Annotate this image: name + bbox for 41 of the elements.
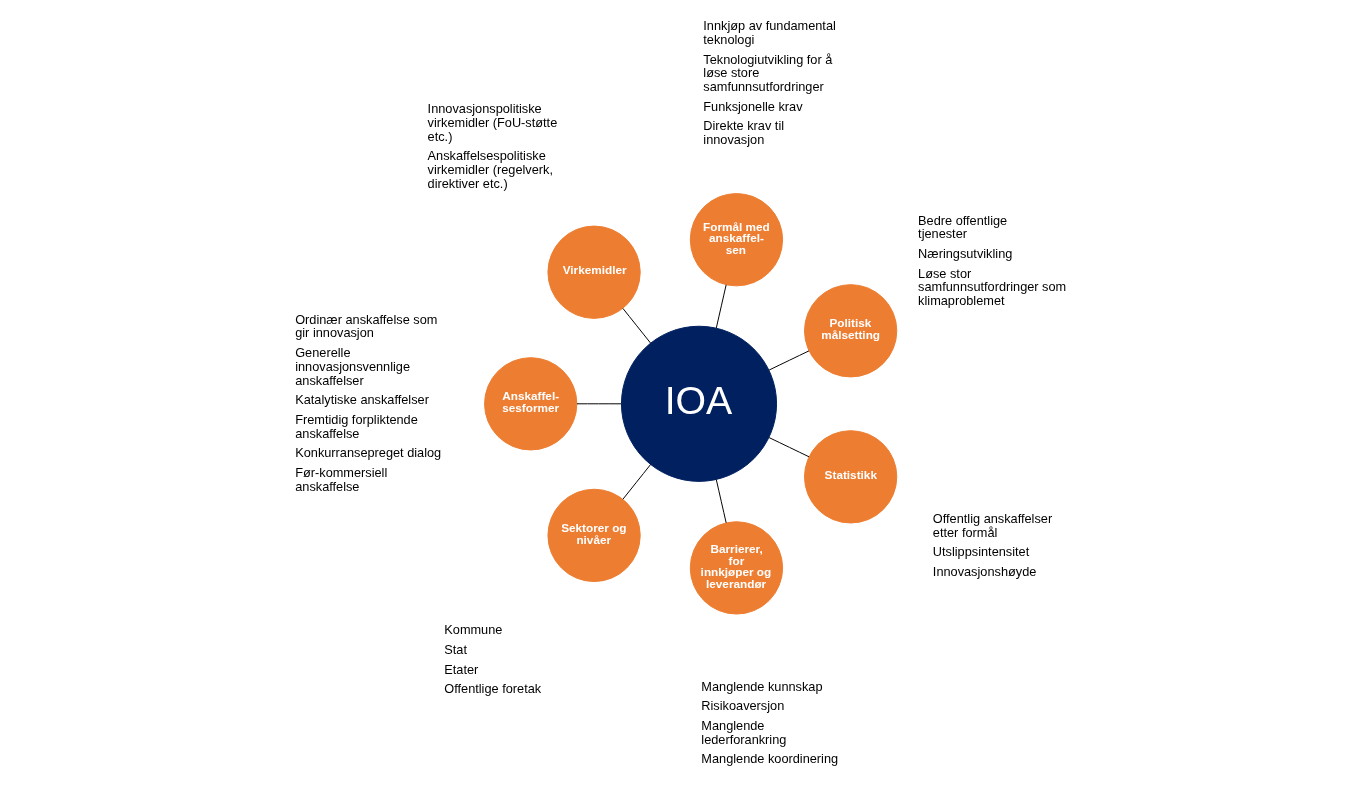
node-label: Offentlig anskaffelser etter formål [932, 511, 1053, 540]
node-label: Innovasjonspolitiske virkemidler (FoU-støtte etc.) [427, 101, 558, 144]
connector [715, 479, 727, 524]
node-label: Kommune [444, 622, 503, 638]
node-label: Teknologiutvikling for å løse store samfunnsutfordringer [703, 51, 833, 95]
node-label: Før-kommersiell anskaffelse [295, 464, 388, 494]
node-circle: Anskaffel- sesformer [484, 357, 578, 451]
connector [622, 464, 651, 500]
node-circle: IOA [620, 325, 778, 482]
connector [576, 403, 622, 405]
node-label: Innovasjonshøyde [932, 564, 1037, 580]
connector [768, 437, 810, 458]
node-circle: Statistikk [804, 430, 898, 524]
node-label: Utslippsintensitet [932, 544, 1030, 560]
connector [622, 307, 651, 344]
node-label: Katalytiske anskaffelser [295, 392, 429, 408]
node-circle: Sektorer og nivåer [547, 488, 641, 583]
node-label: Bedre offentlige tjenester [918, 212, 1008, 242]
node-label: Etater [444, 661, 479, 677]
node-label: Innkjøp av fundamental teknologi [703, 18, 836, 47]
node-circle: Virkemidler [547, 225, 641, 319]
node-label: Ordinær anskaffelse som gir innovasjon [295, 311, 438, 341]
connector [768, 350, 810, 371]
node-label: Funksjonelle krav [703, 98, 803, 114]
node-label: Anskaffelsespolitiske virkemidler (regelverk, direktiver etc.) [427, 148, 554, 191]
node-label: Konkurransepreget dialog [295, 445, 442, 461]
node-label: Løse stor samfunnsutfordringer som klimaproblemet [918, 265, 1067, 309]
node-label: Manglende lederforankring [701, 718, 787, 747]
node-label: Fremtidig forpliktende anskaffelse [295, 411, 418, 441]
node-label: Offentlige foretak [444, 681, 542, 697]
node-circle: Politisk målsetting [804, 284, 898, 378]
node-label: Risikoaversjon [701, 698, 785, 714]
node-circle: Formål med anskaffel- sen [689, 193, 784, 287]
node-label: Direkte krav til innovasjon [703, 118, 785, 148]
node-label: Manglende kunnskap [701, 678, 823, 694]
node-label: Næringsutvikling [918, 245, 1013, 261]
connector [715, 284, 727, 329]
node-label: Stat [444, 641, 467, 657]
node-label: Manglende koordinering [701, 751, 839, 767]
node-circle: Barrierer, for innkjøper og leverandør [689, 521, 784, 615]
node-label: Generelle innovasjonsvennlige anskaffelser [295, 345, 411, 388]
